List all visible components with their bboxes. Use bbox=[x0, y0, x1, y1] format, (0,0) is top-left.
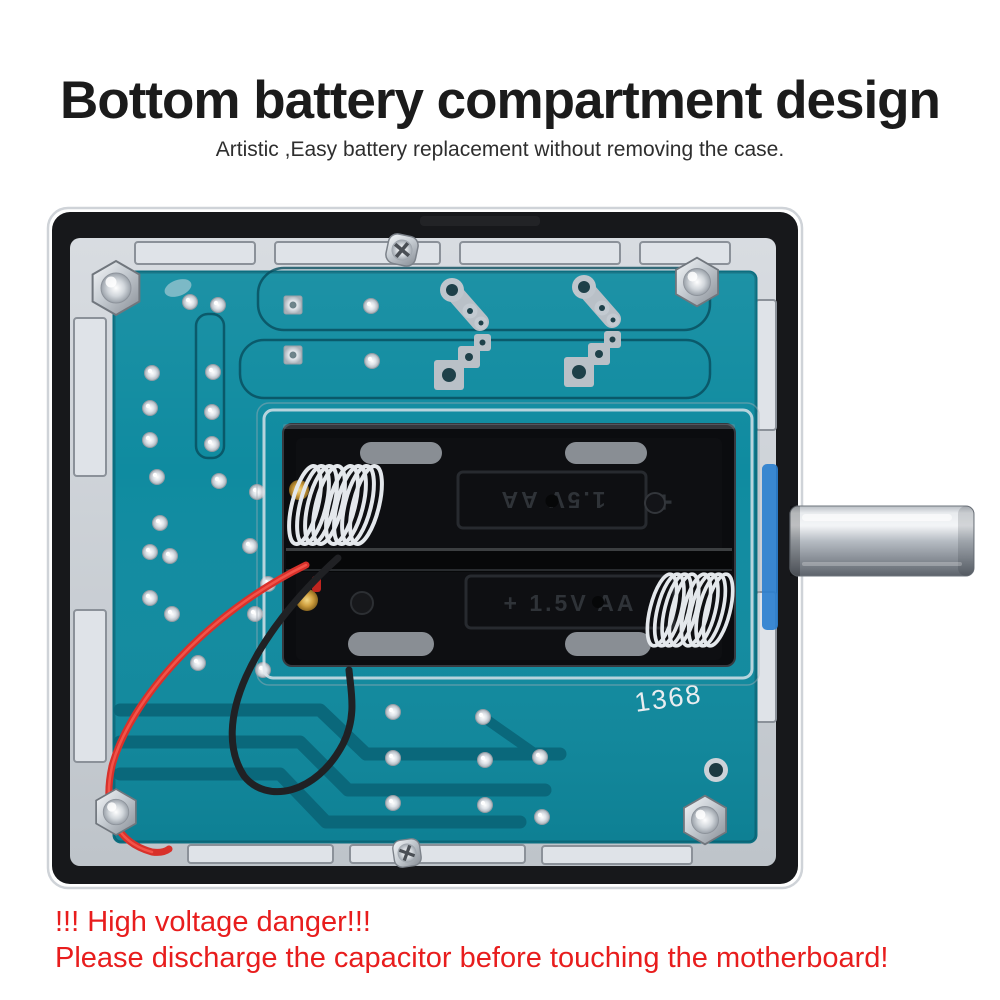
pcb-traces bbox=[113, 703, 567, 829]
warning-line2: Please discharge the capacitor before to… bbox=[55, 942, 889, 974]
battery-cover-outline bbox=[256, 402, 760, 686]
holder-relief-tabs bbox=[348, 442, 651, 656]
blue-edge-strip bbox=[762, 464, 778, 630]
warning-line1: !!! High voltage danger!!! bbox=[55, 906, 371, 938]
holder-middle-rib bbox=[286, 548, 732, 572]
pcb-hole bbox=[704, 758, 728, 782]
black-wire bbox=[228, 554, 356, 796]
battery-holder: 1.5V AA + + 1.5V AA bbox=[280, 423, 741, 667]
solder-joints bbox=[142, 279, 550, 825]
page-title: Bottom battery compartment design bbox=[60, 70, 941, 130]
page-subtitle: Artistic ,Easy battery replacement witho… bbox=[215, 138, 785, 161]
battery-bottom-slot-label: + 1.5V AA bbox=[504, 590, 637, 616]
shaft bbox=[789, 505, 975, 577]
